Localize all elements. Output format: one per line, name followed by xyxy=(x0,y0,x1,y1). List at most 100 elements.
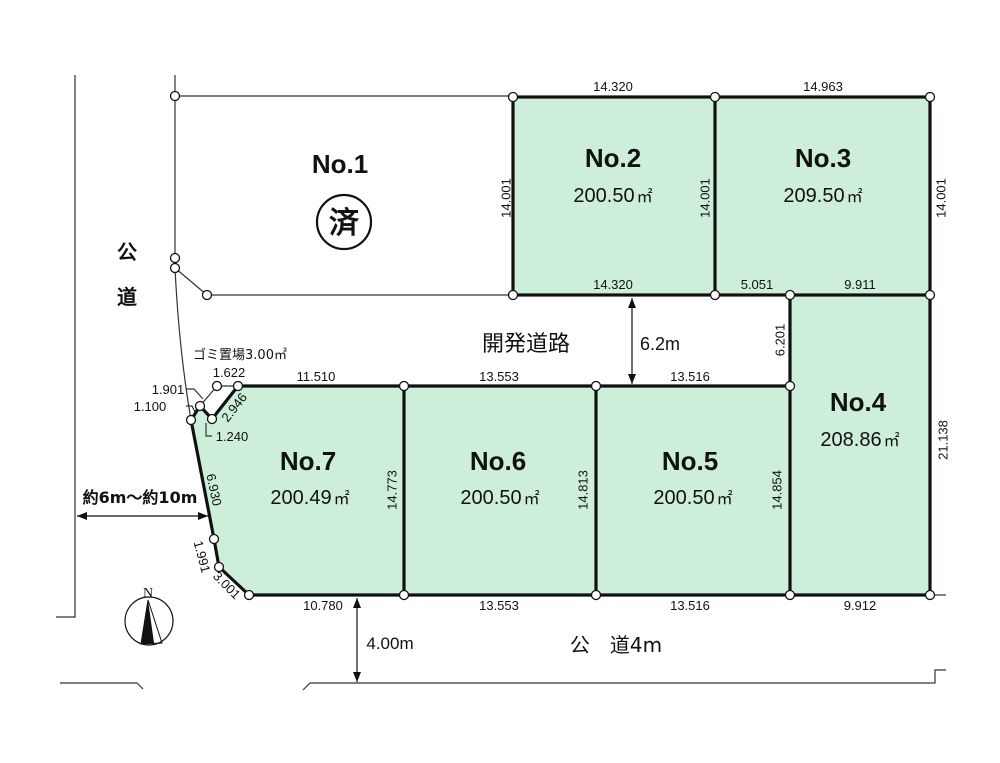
area-value: 209.50 xyxy=(783,185,844,207)
south-road-width-label: 4.00m xyxy=(366,634,413,653)
lot-number: No.1 xyxy=(312,149,368,179)
lot-5-fill xyxy=(596,386,790,595)
lot-7-dim-left-upper: 6.930 xyxy=(203,472,224,507)
boundary-marker-icon xyxy=(709,91,721,103)
area-unit: ㎡ xyxy=(884,432,900,450)
lot-2-dim-right: 14.001 xyxy=(697,178,712,218)
arrowhead-right-icon xyxy=(198,512,208,520)
sold-status: 済 xyxy=(329,206,360,241)
lot-number: No.5 xyxy=(662,446,718,476)
boundary-marker-icon xyxy=(924,589,936,601)
lot-7-dim-top: 11.510 xyxy=(297,369,336,384)
boundary-marker-icon xyxy=(590,589,602,601)
north-label: N xyxy=(143,586,153,601)
garbage-dim-top: 1.622 xyxy=(213,365,246,380)
area-value: 200.50 xyxy=(653,487,714,509)
garbage-area-label: ゴミ置場3.00㎡ xyxy=(193,347,287,363)
lot-5-dim-top: 13.516 xyxy=(670,369,710,384)
boundary-marker-icon xyxy=(507,91,519,103)
south-road-edge-right xyxy=(302,669,946,691)
lot-2-dim-bottom: 14.320 xyxy=(593,277,633,292)
boundary-marker-icon xyxy=(185,414,197,426)
lot-number: No.4 xyxy=(830,387,887,417)
lot-1-west-edge xyxy=(174,75,192,421)
lot-7-dim-left-middle: 1.991 xyxy=(191,539,214,574)
area-value: 208.86 xyxy=(820,429,881,451)
lot-7-dim-right: 14.773 xyxy=(384,470,399,510)
boundary-marker-icon xyxy=(208,533,220,545)
dimension-arrows xyxy=(77,298,636,682)
road-labels: 公 道 約6m〜約10m 開発道路 6.2m 6.201 4.00m 公 道4m xyxy=(83,240,788,657)
boundary-marker-icon xyxy=(211,380,223,392)
lot-4-dim-right: 21.138 xyxy=(935,420,950,460)
area-value: 200.50 xyxy=(573,185,634,207)
lot-2-fill xyxy=(513,97,715,295)
area-unit: ㎡ xyxy=(717,490,733,508)
west-road-label-1: 公 xyxy=(117,240,137,264)
boundary-marker-icon xyxy=(213,561,225,573)
lot-2-dim-top: 14.320 xyxy=(593,79,633,94)
leader-1100 xyxy=(186,405,197,415)
development-road-label: 開発道路 xyxy=(482,332,570,357)
west-road-edge xyxy=(56,75,76,618)
lot-1-corner-cut xyxy=(174,267,513,296)
lot-1-dim-right: 14.001 xyxy=(498,178,513,218)
lot-number: No.3 xyxy=(795,143,851,173)
area-value: 200.50 xyxy=(460,487,521,509)
lot-2-3-outline xyxy=(511,95,932,297)
boundary-marker-icon xyxy=(194,400,206,412)
north-compass-icon: N xyxy=(124,586,174,646)
development-road-width-label: 6.2m xyxy=(640,334,680,354)
boundary-marker-icon xyxy=(784,589,796,601)
lot-6-dim-top: 13.553 xyxy=(479,369,519,384)
arrowhead-down-icon xyxy=(628,374,636,384)
boundary-marker-icon xyxy=(398,589,410,601)
garbage-area: ゴミ置場3.00㎡ 1.622 1.901 1.100 2.946 1.240 xyxy=(134,347,287,444)
boundary-marker-icon xyxy=(201,289,213,301)
boundary-marker-icon xyxy=(169,262,181,274)
lot-3-dim-right: 14.001 xyxy=(933,178,948,218)
arrowhead-left-icon xyxy=(77,512,87,520)
lot-6-fill xyxy=(404,386,596,595)
lot-3-dim-bottom-right: 9.911 xyxy=(844,277,876,292)
area-unit: ㎡ xyxy=(334,490,350,508)
boundary-marker-icon xyxy=(169,90,181,102)
west-road-label-2: 道 xyxy=(117,285,137,309)
garbage-dim-lower-left: 1.100 xyxy=(134,399,167,414)
development-road-side-dimension: 6.201 xyxy=(772,324,787,357)
boundary-marker-icon xyxy=(398,380,410,392)
area-unit: ㎡ xyxy=(637,188,653,206)
lot-4-dim-bottom: 9.912 xyxy=(844,598,877,613)
arrowhead-up-icon xyxy=(353,598,361,608)
lot-6-dim-right: 14.813 xyxy=(575,470,590,510)
south-road-label: 公 道4m xyxy=(570,633,662,657)
lot-number: No.2 xyxy=(585,143,641,173)
west-road-width-label: 約6m〜約10m xyxy=(83,488,198,507)
lot-4-fill xyxy=(790,295,930,595)
boundary-marker-icon xyxy=(169,252,181,264)
south-road-edge-left xyxy=(60,682,144,690)
leader-1240 xyxy=(205,423,212,437)
lot-6-dim-bottom: 13.553 xyxy=(479,598,519,613)
lot-5-dim-right: 14.854 xyxy=(769,470,784,510)
lot-7-dim-bottom: 10.780 xyxy=(303,598,343,613)
lot-7-fill xyxy=(191,386,404,595)
boundary-marker-icon xyxy=(784,380,796,392)
area-unit: ㎡ xyxy=(847,188,863,206)
arrowhead-down-icon xyxy=(353,672,361,682)
lot-3-dim-bottom-left: 5.051 xyxy=(741,277,774,292)
lot-1: No.1 済 14.001 xyxy=(312,149,513,251)
garbage-dim-upper-left: 1.901 xyxy=(152,382,185,397)
lot-5-dim-bottom: 13.516 xyxy=(670,598,710,613)
